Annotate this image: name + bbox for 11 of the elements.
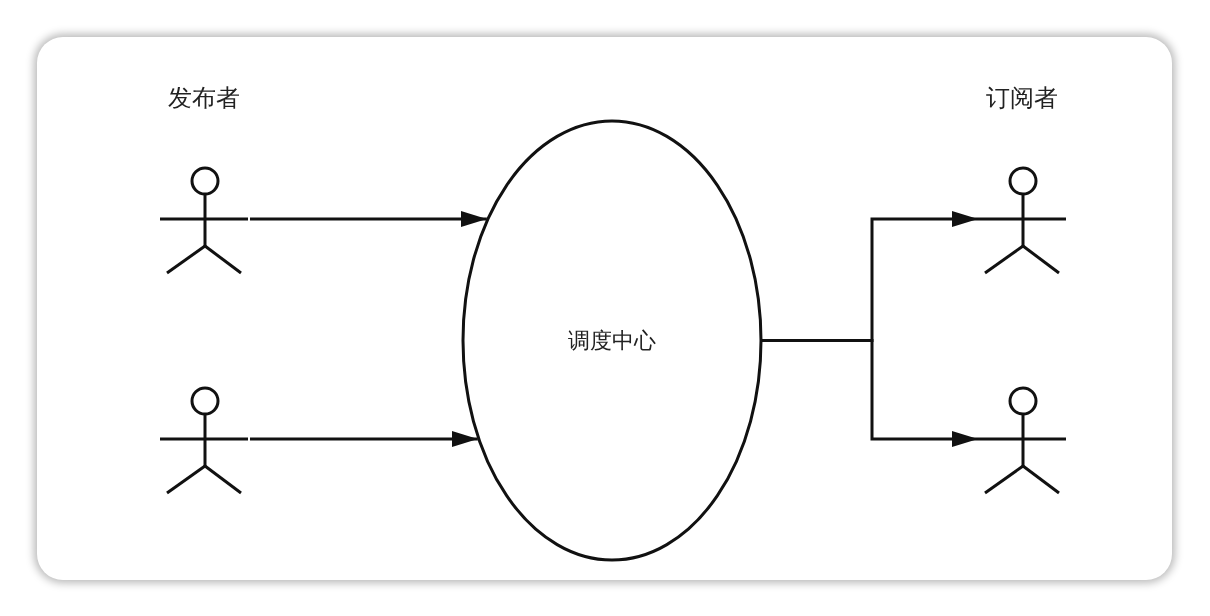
person-icon (158, 386, 250, 496)
ellipse (461, 119, 763, 562)
person-icon (976, 386, 1068, 496)
arrow (250, 431, 478, 447)
node-label: 调度中心 (568, 326, 656, 355)
person-icon (976, 166, 1068, 276)
person-icon (158, 166, 250, 276)
group-heading: 发布者 (168, 83, 240, 114)
arrow (762, 339, 978, 447)
arrow (250, 211, 487, 227)
group-heading: 订阅者 (986, 83, 1058, 114)
